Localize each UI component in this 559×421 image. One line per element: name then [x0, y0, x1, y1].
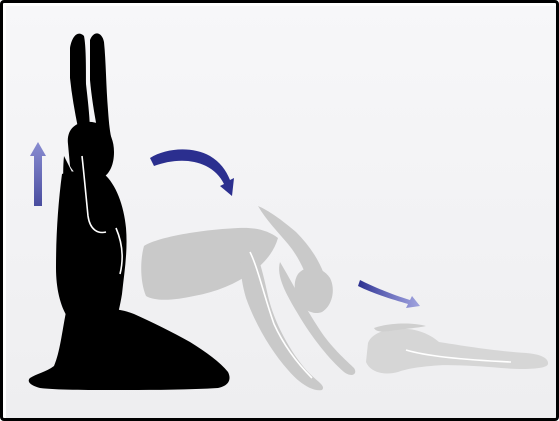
upward-arrow	[30, 142, 46, 206]
curved-forward-arrow-shape	[150, 149, 234, 196]
yoga-sequence-illustration	[6, 6, 559, 421]
resting-pose-body	[366, 329, 548, 374]
kneeling-pose-figure	[29, 33, 230, 390]
diagonal-down-arrow-shape	[358, 280, 420, 308]
kneeling-pose-head	[68, 122, 114, 180]
diagonal-down-arrow	[358, 280, 420, 308]
kneeling-pose-torso	[56, 171, 127, 321]
kneeling-pose-legs	[29, 308, 230, 390]
curved-forward-arrow	[150, 149, 234, 196]
illustration-panel	[6, 6, 559, 421]
resting-pose-figure	[366, 324, 548, 374]
upward-arrow-shape	[30, 142, 46, 206]
